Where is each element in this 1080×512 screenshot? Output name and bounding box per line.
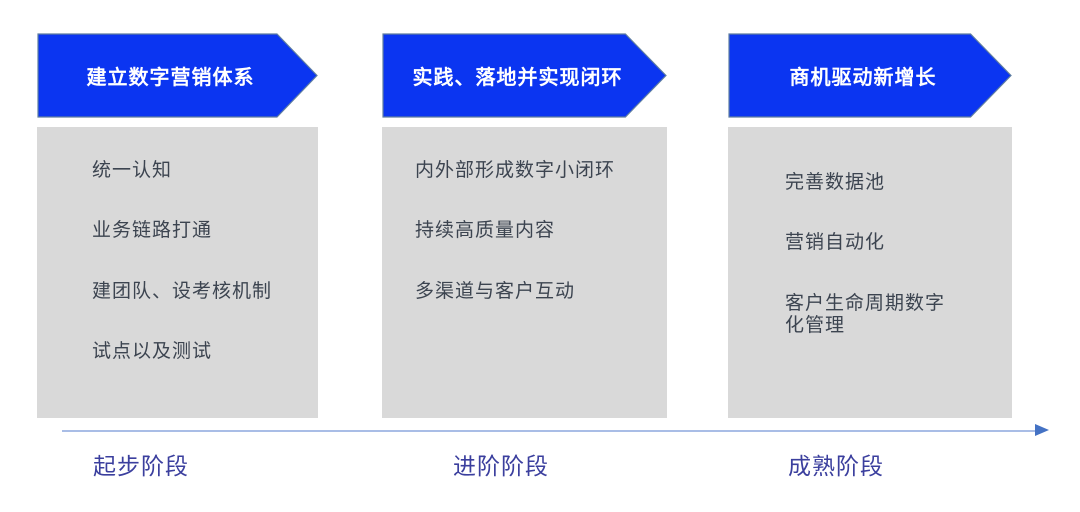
phase-label-start: 起步阶段 xyxy=(93,453,189,479)
stage-column-3: 商机驱动新增长 完善数据池 营销自动化 客户生命周期数字化管理 xyxy=(728,33,1012,418)
stage-item: 营销自动化 xyxy=(785,232,886,254)
stage-3-banner: 商机驱动新增长 xyxy=(728,33,1012,118)
stage-2-banner-title: 实践、落地并实现闭环 xyxy=(412,67,623,89)
stage-item: 业务链路打通 xyxy=(92,220,213,242)
stage-item: 多渠道与客户互动 xyxy=(415,280,576,302)
timeline-arrowhead-icon xyxy=(1035,424,1049,436)
stage-3-box: 完善数据池 营销自动化 客户生命周期数字化管理 xyxy=(728,127,1012,418)
stage-item: 完善数据池 xyxy=(785,172,886,193)
stage-column-1: 建立数字营销体系 统一认知 业务链路打通 建团队、设考核机制 试点以及测试 xyxy=(37,33,318,418)
stage-item: 内外部形成数字小闭环 xyxy=(415,160,616,181)
stage-2-banner: 实践、落地并实现闭环 xyxy=(382,33,667,118)
stage-item: 客户生命周期数字化管理 xyxy=(785,292,946,337)
timeline-line xyxy=(62,430,1035,432)
stage-1-banner-title: 建立数字营销体系 xyxy=(86,67,255,89)
arrow-banner-shape xyxy=(37,33,318,118)
phase-label-mature: 成熟阶段 xyxy=(788,453,884,479)
stage-2-box: 内外部形成数字小闭环 持续高质量内容 多渠道与客户互动 xyxy=(382,127,667,418)
stage-1-banner: 建立数字营销体系 xyxy=(37,33,318,118)
phase-label-advanced: 进阶阶段 xyxy=(453,453,549,479)
stage-item: 建团队、设考核机制 xyxy=(92,280,273,302)
stage-item: 统一认知 xyxy=(92,160,173,181)
stage-column-2: 实践、落地并实现闭环 内外部形成数字小闭环 持续高质量内容 多渠道与客户互动 xyxy=(382,33,667,418)
stage-item: 试点以及测试 xyxy=(92,341,213,363)
arrow-banner-shape xyxy=(382,33,667,118)
stage-3-banner-title: 商机驱动新增长 xyxy=(789,67,937,89)
arrow-banner-shape xyxy=(728,33,1012,118)
stage-item: 持续高质量内容 xyxy=(415,220,556,242)
stage-1-box: 统一认知 业务链路打通 建团队、设考核机制 试点以及测试 xyxy=(37,127,318,418)
